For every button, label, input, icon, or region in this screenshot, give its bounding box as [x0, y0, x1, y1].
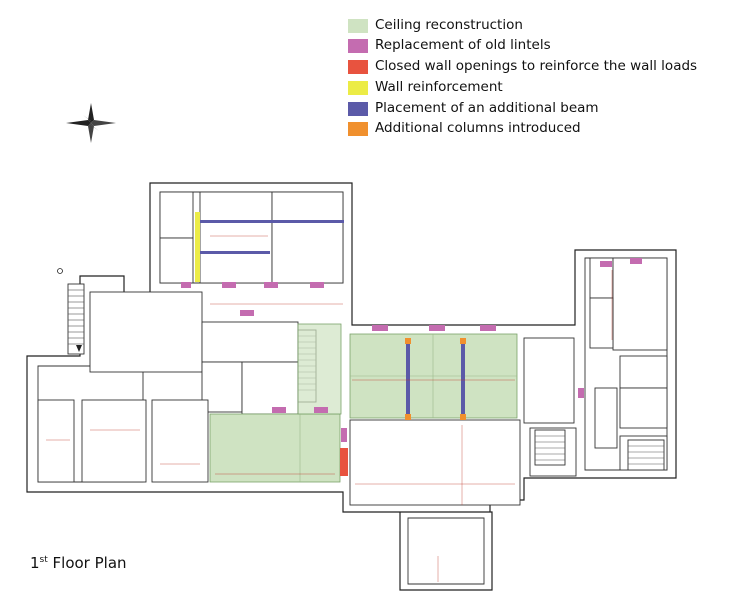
wall-reinforcements	[195, 212, 200, 282]
staircase-west	[67, 283, 85, 355]
legend-swatch	[348, 60, 368, 74]
replaced-lintels	[181, 258, 642, 442]
ceiling-reconstruction-areas	[209, 323, 518, 483]
staircase-east	[534, 429, 665, 471]
compass-rose-icon	[66, 103, 116, 143]
closed-wall-openings	[340, 448, 348, 476]
legend-label: Additional columns introduced	[375, 120, 581, 136]
legend-swatch	[348, 81, 368, 95]
plan-title: 1st Floor Plan	[30, 554, 127, 572]
legend-label: Ceiling reconstruction	[375, 17, 523, 33]
additional-columns	[405, 338, 466, 420]
beam-north-1	[196, 220, 344, 223]
ceiling-area-south-room	[209, 413, 341, 483]
plan-title-suffix: st	[39, 555, 48, 565]
dimension-annotations	[46, 235, 613, 582]
plan-title-text: Floor Plan	[47, 554, 127, 572]
legend-swatch	[348, 122, 368, 136]
legend-swatch	[348, 102, 368, 116]
legend-swatch	[348, 19, 368, 33]
plan-title-number: 1	[30, 554, 40, 572]
beam-north-2	[196, 251, 270, 254]
legend-swatch	[348, 39, 368, 53]
legend-label: Placement of an additional beam	[375, 100, 599, 116]
legend-label: Closed wall openings to reinforce the wa…	[375, 58, 698, 74]
legend-label: Wall reinforcement	[375, 79, 503, 95]
legend-label: Replacement of old lintels	[375, 37, 551, 53]
ceiling-area-stair-hall	[297, 323, 342, 415]
